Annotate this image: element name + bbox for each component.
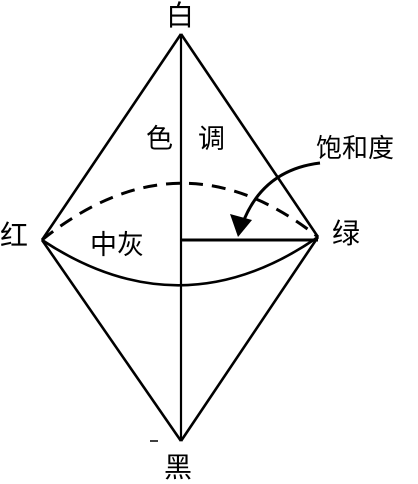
saturation-pointer-arrow (240, 161, 321, 226)
edge-white-red (40, 33, 183, 241)
label-mid-gray: 中灰 (90, 230, 144, 261)
label-green: 绿 (332, 217, 361, 250)
saturation-arrowhead (230, 214, 252, 237)
label-white: 白 (166, 0, 195, 32)
label-hue-char2: 调 (198, 124, 225, 155)
label-hue-char1: 色 (146, 124, 173, 155)
edge-white-green (179, 33, 320, 238)
edge-black-green (179, 236, 320, 442)
label-red: 红 (0, 219, 29, 252)
label-saturation: 饱和度 (316, 134, 395, 164)
edge-black-red (40, 239, 183, 442)
equator-back-dashed (41, 181, 319, 242)
equator-front (41, 235, 319, 287)
label-black: 黑 (164, 451, 193, 484)
